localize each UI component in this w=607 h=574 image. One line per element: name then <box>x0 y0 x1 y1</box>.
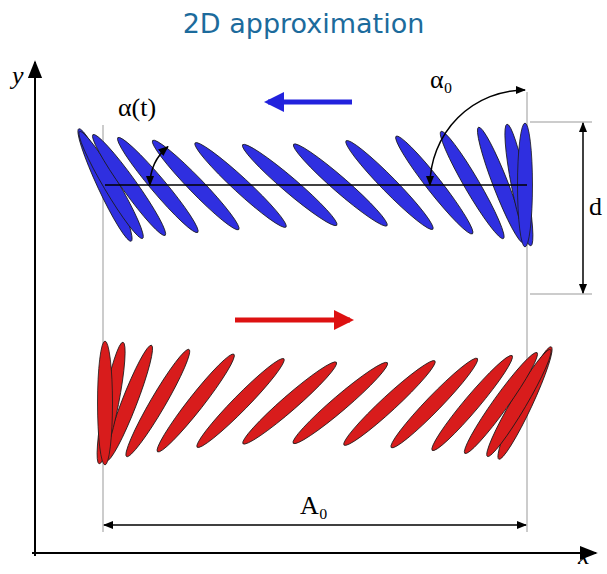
motion-arrow <box>268 100 352 105</box>
angle-label: α(t) <box>118 94 156 123</box>
motion-arrow <box>235 318 350 323</box>
figure-title: 2D approximation <box>0 8 607 39</box>
axis-label: y <box>12 62 24 91</box>
dimension-label: A₀ <box>300 492 328 521</box>
extension-line <box>530 122 592 123</box>
red-ellipse <box>288 357 392 449</box>
axis-label: x <box>578 542 590 571</box>
angle-arc <box>150 147 168 185</box>
x-axis <box>32 552 596 554</box>
red-ellipse <box>92 341 131 466</box>
red-ellipse <box>98 341 113 465</box>
red-ellipse <box>238 357 341 450</box>
extension-line <box>530 294 592 295</box>
dimension-line <box>582 123 584 293</box>
y-axis <box>34 62 36 556</box>
red-ellipse <box>192 353 290 452</box>
angle-label: α₀ <box>430 66 453 95</box>
angle-arc <box>430 90 525 185</box>
reference-line <box>105 184 527 186</box>
dimension-label: d <box>589 193 602 222</box>
ellipse-rows <box>72 123 558 466</box>
dimension-line <box>104 524 526 526</box>
red-ellipse <box>339 355 440 450</box>
